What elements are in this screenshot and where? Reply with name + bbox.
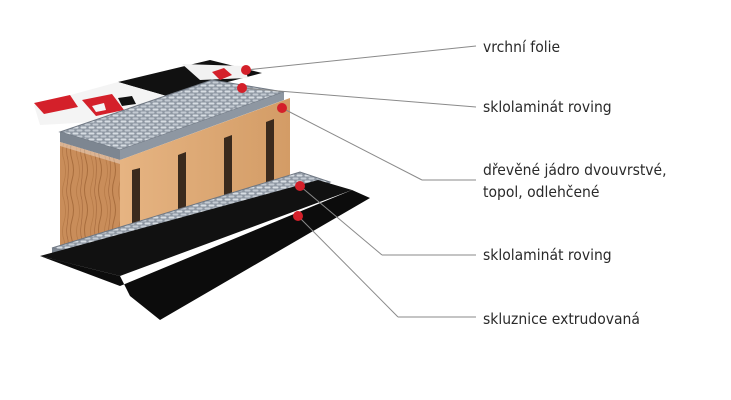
callout-label-fiberglass-bottom: sklolaminát roving [483, 244, 612, 266]
fiberglass-top-layer [58, 79, 285, 160]
callout-label-top-sheet: vrchní folie [483, 36, 560, 58]
marker-dot-fiberglass-bottom [295, 181, 305, 191]
leader-line-fiberglass-top [241, 87, 477, 108]
callout-text: dřevěné jádro dvouvrstvé, [483, 161, 667, 179]
base-layer [40, 180, 370, 320]
marker-dot-fiberglass-top [237, 83, 247, 93]
top-sheet-layer [34, 60, 262, 125]
leader-line-wood-core [281, 107, 423, 181]
leader-lines [241, 45, 477, 318]
marker-dots [237, 65, 305, 221]
callout-text: topol, odlehčené [483, 183, 600, 201]
callout-text: vrchní folie [483, 38, 561, 56]
marker-dot-base [293, 211, 303, 221]
callout-label-base: skluznice extrudovaná [483, 308, 640, 330]
marker-dot-top-sheet [241, 65, 251, 75]
callout-text: sklolaminát roving [483, 98, 612, 116]
leader-line-fiberglass-bottom [299, 185, 383, 256]
leader-line-base [297, 215, 399, 318]
callout-text: skluznice extrudovaná [483, 310, 640, 328]
marker-dot-wood-core [277, 103, 287, 113]
callout-label-wood-core: dřevěné jádro dvouvrstvé, topol, odlehče… [483, 159, 667, 203]
leader-line-top-sheet [245, 45, 477, 71]
callout-label-fiberglass-top: sklolaminát roving [483, 96, 612, 118]
callout-text: sklolaminát roving [483, 246, 612, 264]
